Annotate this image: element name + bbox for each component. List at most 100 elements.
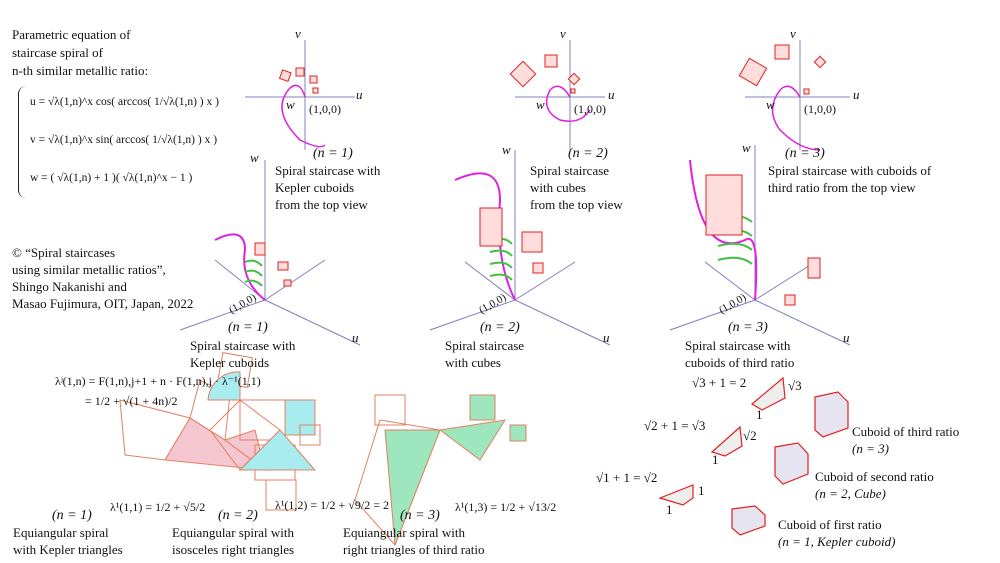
spiral-caption: Equiangular spiral with bbox=[343, 525, 466, 540]
lambda-value: λ¹(1,2) = 1/2 + √9/2 = 2 bbox=[275, 498, 389, 512]
square-tile bbox=[299, 424, 321, 446]
spiral-curve bbox=[214, 233, 266, 301]
quarter-arc bbox=[207, 371, 241, 401]
spiral-caption: right triangles of third ratio bbox=[343, 542, 485, 557]
cuboid-label: Cuboid of first ratio bbox=[778, 517, 882, 532]
top-view-caption: Spiral staircase with cuboids of bbox=[768, 163, 932, 178]
cuboid-icon bbox=[803, 88, 810, 95]
cuboid-icon bbox=[295, 67, 305, 77]
square-tile bbox=[469, 394, 496, 421]
axis-label-u: u bbox=[356, 87, 363, 102]
lambda-value: λ¹(1,1) = 1/2 + √5/2 bbox=[110, 500, 206, 514]
triangle-side: √3 bbox=[788, 378, 802, 393]
cuboid-label: Cuboid of second ratio bbox=[815, 469, 934, 484]
stair-steps bbox=[244, 259, 263, 287]
cuboid-icon bbox=[278, 69, 292, 83]
cube-icon bbox=[521, 231, 543, 253]
spiral-curve bbox=[689, 159, 758, 301]
spiral-n-label: (n = 2) bbox=[218, 508, 258, 523]
top-view-caption: from the top view bbox=[530, 197, 623, 212]
copyright-line: © “Spiral staircases bbox=[12, 245, 116, 260]
cuboid-n: (n = 3) bbox=[852, 441, 889, 456]
prism-1-icon bbox=[658, 484, 694, 506]
triangle-base: 1 bbox=[666, 502, 673, 517]
axis-label-u: u bbox=[853, 87, 860, 102]
spiral-caption: Equiangular spiral with bbox=[172, 525, 295, 540]
spiral-n3 bbox=[354, 394, 527, 546]
v-axis bbox=[669, 299, 756, 331]
copyright-line: Shingo Nakanishi and bbox=[12, 279, 127, 294]
triangle-equation: √1 + 1 = √2 bbox=[596, 470, 658, 485]
axis-line bbox=[704, 261, 756, 301]
spiral-curve bbox=[281, 84, 326, 148]
cube-icon bbox=[544, 54, 558, 68]
v-axis bbox=[429, 299, 516, 331]
triangle-base: 1 bbox=[756, 407, 763, 422]
spiral-n-label: (n = 3) bbox=[400, 508, 440, 523]
right-triangle bbox=[384, 429, 441, 546]
axis-label-w: w bbox=[502, 142, 511, 157]
axis-label-u: u bbox=[603, 330, 610, 345]
cuboid-icon bbox=[277, 261, 289, 271]
equation-u: u = √λ(1,n)^x cos( arccos( 1/√λ(1,n) ) x… bbox=[30, 96, 219, 108]
point-label: (1,0,0) bbox=[309, 102, 341, 116]
intro-line: n-th similar metallic ratio: bbox=[12, 63, 149, 78]
intro-line: Parametric equation of bbox=[12, 27, 131, 42]
cube-icon bbox=[567, 72, 581, 86]
axis-label-u: u bbox=[608, 87, 615, 102]
u-axis bbox=[754, 299, 851, 346]
triangle-base: 1 bbox=[712, 452, 719, 467]
axis-label-v: v bbox=[790, 26, 796, 41]
axis-label-u: u bbox=[843, 330, 850, 345]
lambda-value: λ¹(1,3) = 1/2 + √13/2 bbox=[455, 500, 557, 514]
copyright-line: using similar metallic ratios”, bbox=[12, 262, 166, 277]
axis-label-w: w bbox=[286, 97, 295, 112]
top-view-n-label: (n = 2) bbox=[568, 146, 608, 161]
spiral-curve bbox=[771, 85, 821, 151]
u-axis bbox=[514, 299, 611, 346]
triangle-side: 1 bbox=[698, 483, 705, 498]
view3d-n-label: (n = 1) bbox=[228, 320, 268, 335]
triangle-equation: √2 + 1 = √3 bbox=[644, 418, 706, 433]
spiral-n2 bbox=[207, 371, 321, 471]
v-axis bbox=[179, 299, 266, 331]
right-triangle bbox=[438, 419, 507, 461]
triangle-side: √2 bbox=[743, 428, 757, 443]
cube-icon bbox=[532, 262, 544, 274]
cuboid-icon bbox=[774, 44, 790, 60]
lambda-formula: λʲ(1,n) = F(1,n),j+1 + n · F(1,n),j · λ⁻… bbox=[55, 374, 261, 388]
lambda-formula-simplified: = 1/2 + √(1 + 4n)/2 bbox=[85, 394, 178, 408]
point-label: (1,0,0) bbox=[574, 102, 606, 116]
top-view-n-label: (n = 1) bbox=[313, 146, 353, 161]
cuboid-icon bbox=[738, 57, 768, 87]
right-triangle bbox=[238, 429, 317, 471]
axis-line bbox=[264, 259, 326, 301]
equation-w: w = ( √λ(1,n) + 1 )( √λ(1,n)^x − 1 ) bbox=[30, 172, 193, 184]
view3d-n3 bbox=[669, 145, 851, 346]
copyright-line: Masao Fujimura, OIT, Japan, 2022 bbox=[12, 296, 194, 311]
cuboid-icon bbox=[813, 55, 827, 69]
top-view-n1 bbox=[245, 40, 355, 150]
top-view-n3 bbox=[738, 40, 850, 151]
top-view-caption: Spiral staircase with bbox=[275, 163, 381, 178]
cuboid-first-icon bbox=[731, 505, 766, 536]
view3d-n1 bbox=[179, 160, 361, 346]
view3d-n2 bbox=[429, 150, 611, 346]
axis-label-w: w bbox=[250, 150, 259, 165]
view3d-caption: Spiral staircase with bbox=[685, 338, 791, 353]
cuboid-icon bbox=[254, 242, 266, 256]
cuboid-icon bbox=[705, 174, 743, 236]
triangle-equation: √3 + 1 = 2 bbox=[692, 375, 747, 390]
top-view-caption: third ratio from the top view bbox=[768, 180, 916, 195]
cuboid-icon bbox=[309, 75, 318, 84]
axis-line bbox=[464, 261, 516, 301]
view3d-n-label: (n = 3) bbox=[728, 320, 768, 335]
square-tile bbox=[265, 479, 297, 511]
cube-icon bbox=[570, 88, 576, 94]
top-view-caption: from the top view bbox=[275, 197, 368, 212]
cuboid-n: (n = 1, Kepler cuboid) bbox=[778, 534, 896, 549]
cube-icon bbox=[479, 207, 503, 247]
intro-line: staircase spiral of bbox=[12, 45, 103, 60]
view3d-n-label: (n = 2) bbox=[480, 320, 520, 335]
